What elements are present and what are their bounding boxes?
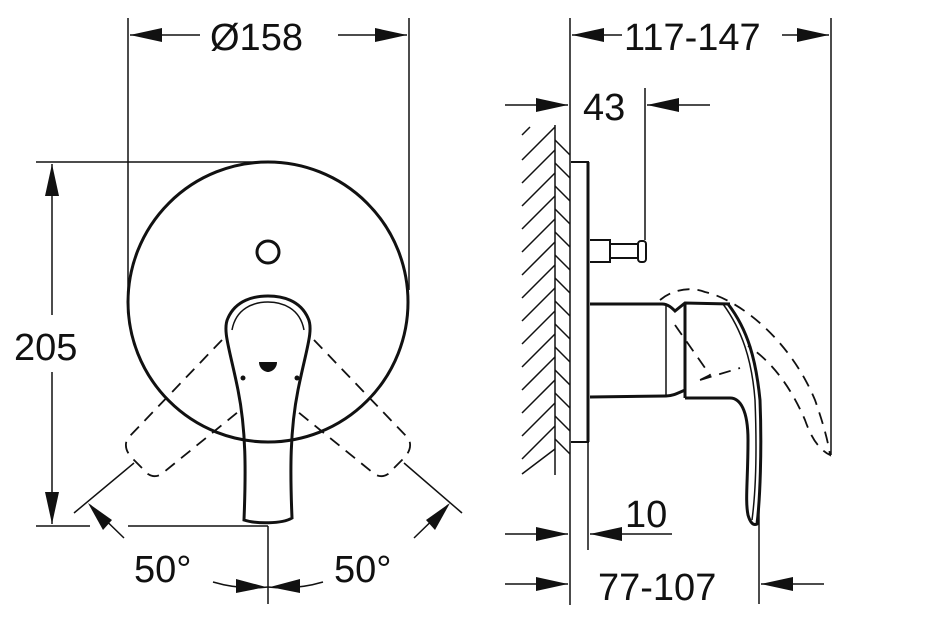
plate-thickness-label: 10: [625, 494, 667, 536]
angle-left-label: 50°: [134, 549, 191, 591]
height-label: 205: [14, 327, 77, 369]
depth-total-label: 117-147: [624, 17, 761, 59]
wall-hatch: [521, 125, 571, 605]
pin-offset-label: 43: [583, 87, 625, 129]
diameter-label: Ø158: [210, 17, 303, 59]
angle-right-label: 50°: [334, 549, 391, 591]
lever-depth-label: 77-107: [598, 567, 716, 609]
side-view: 117-147 43 10 77-107: [505, 17, 832, 609]
diverter-hole-icon: [255, 239, 281, 265]
front-view: Ø158 205 50°: [14, 17, 463, 604]
